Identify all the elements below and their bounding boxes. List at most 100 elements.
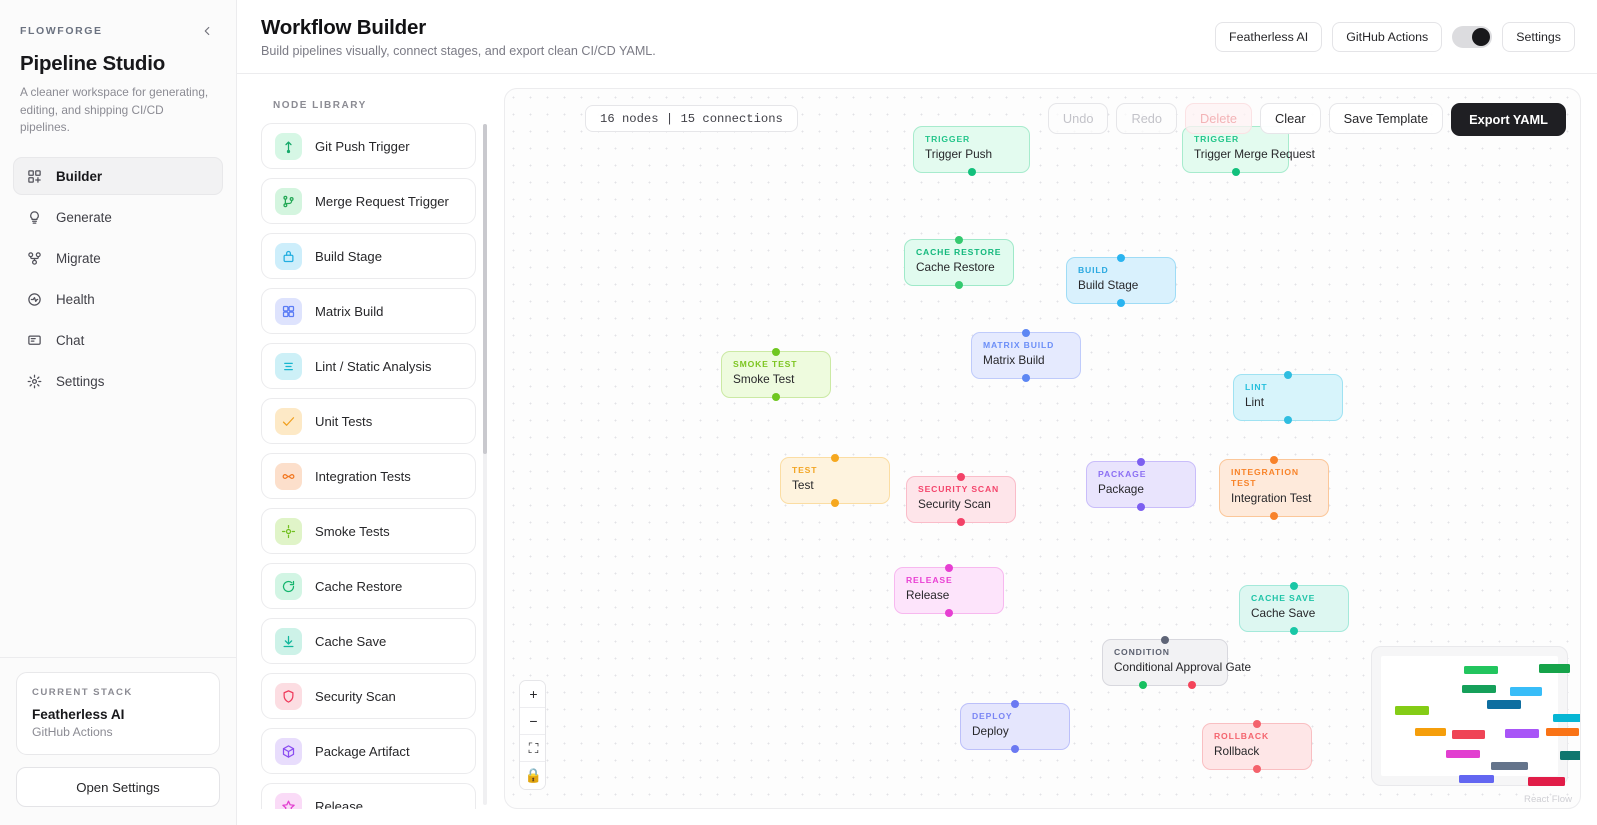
library-item-cache-save[interactable]: Cache Save	[261, 618, 476, 664]
canvas-node-trigger-push[interactable]: TRIGGER Trigger Push	[913, 126, 1030, 176]
canvas-node-smoke-test[interactable]: SMOKE TEST Smoke Test	[721, 348, 831, 401]
node-output-port[interactable]	[1290, 626, 1298, 635]
settings-button[interactable]: Settings	[1502, 21, 1575, 52]
minimap[interactable]	[1371, 646, 1580, 786]
node-input-port[interactable]	[955, 236, 963, 244]
node-output-port[interactable]	[1137, 502, 1145, 511]
node-output-port[interactable]	[945, 608, 953, 617]
node-output-port[interactable]	[772, 392, 780, 401]
node-title: Release	[906, 588, 950, 603]
sparkle-icon	[26, 373, 43, 390]
node-input-port[interactable]	[957, 473, 965, 481]
node-title: Smoke Test	[733, 372, 795, 387]
node-output-port[interactable]	[1270, 511, 1278, 520]
library-item-lint-static-analysis[interactable]: Lint / Static Analysis	[261, 343, 476, 389]
library-item-matrix-build[interactable]: Matrix Build	[261, 288, 476, 334]
node-input-port[interactable]	[1022, 329, 1030, 337]
node-output-port[interactable]	[1011, 744, 1019, 753]
current-stack-name: Featherless AI	[32, 707, 125, 722]
collapse-sidebar-button[interactable]	[198, 22, 216, 40]
node-category: SMOKE TEST	[733, 359, 798, 369]
chip-provider[interactable]: GitHub Actions	[1332, 21, 1443, 52]
node-output-port[interactable]	[967, 167, 976, 176]
sidebar-item-health[interactable]: Health	[13, 280, 223, 318]
node-output-port[interactable]	[1284, 415, 1292, 424]
node-title: Rollback	[1214, 744, 1260, 759]
sidebar-item-generate[interactable]: Generate	[13, 198, 223, 236]
clear-button[interactable]: Clear	[1260, 103, 1321, 134]
node-category: RELEASE	[906, 575, 953, 585]
library-item-package-artifact[interactable]: Package Artifact	[261, 728, 476, 774]
minimap-node	[1414, 728, 1447, 737]
fit-view-icon[interactable]: ⛶	[520, 735, 545, 762]
chip-model[interactable]: Featherless AI	[1215, 21, 1323, 52]
library-item-label: Cache Restore	[315, 578, 403, 594]
node-output-port[interactable]	[957, 517, 965, 526]
sidebar-item-settings[interactable]: Settings	[13, 362, 223, 400]
canvas-node-rollback[interactable]: ROLLBACK Rollback	[1202, 720, 1312, 773]
canvas-node-release[interactable]: RELEASE Release	[894, 564, 1004, 617]
save-template-button[interactable]: Save Template	[1328, 103, 1444, 134]
node-input-port[interactable]	[1253, 720, 1261, 728]
node-output-port[interactable]	[1117, 298, 1125, 307]
node-title: Trigger Push	[925, 147, 993, 162]
library-item-unit-tests[interactable]: Unit Tests	[261, 398, 476, 444]
library-scrollbar-thumb[interactable]	[483, 124, 487, 454]
node-input-port[interactable]	[1290, 582, 1298, 590]
library-item-git-push-trigger[interactable]: Git Push Trigger	[261, 123, 476, 169]
library-item-integration-tests[interactable]: Integration Tests	[261, 453, 476, 499]
minimap-node	[1395, 706, 1429, 715]
node-input-port[interactable]	[1270, 456, 1278, 464]
check-icon	[275, 407, 302, 435]
node-output-port-reject[interactable]	[1188, 680, 1197, 689]
export-yaml-button[interactable]: Export YAML	[1451, 103, 1566, 136]
node-title: Deploy	[972, 724, 1009, 739]
node-output-port[interactable]	[955, 280, 963, 289]
open-settings-button[interactable]: Open Settings	[16, 767, 220, 807]
library-item-release[interactable]: Release	[261, 783, 476, 809]
library-item-security-scan[interactable]: Security Scan	[261, 673, 476, 719]
zoom-in-icon[interactable]: +	[520, 681, 545, 708]
node-input-port[interactable]	[1284, 371, 1292, 379]
node-output-port-approve[interactable]	[1138, 680, 1147, 689]
library-item-cache-restore[interactable]: Cache Restore	[261, 563, 476, 609]
library-item-build-stage[interactable]: Build Stage	[261, 233, 476, 279]
current-stack-label: CURRENT STACK	[32, 687, 133, 698]
sidebar-item-chat[interactable]: Chat	[13, 321, 223, 359]
node-output-port[interactable]	[831, 498, 839, 507]
node-category: ROLLBACK	[1214, 731, 1270, 741]
node-category: TRIGGER	[925, 134, 971, 144]
node-input-port[interactable]	[772, 348, 780, 356]
node-input-port[interactable]	[1137, 458, 1145, 466]
node-input-port[interactable]	[1161, 636, 1169, 644]
node-input-port[interactable]	[1117, 254, 1125, 262]
node-input-port[interactable]	[831, 454, 839, 462]
sidebar-item-migrate[interactable]: Migrate	[13, 239, 223, 277]
node-output-port[interactable]	[1022, 373, 1030, 382]
mode-toggle[interactable]	[1452, 25, 1493, 48]
node-input-port[interactable]	[1011, 700, 1019, 708]
lock-icon[interactable]: 🔒	[520, 762, 545, 789]
sidebar-item-builder[interactable]: Builder	[13, 157, 223, 196]
node-output-port[interactable]	[1253, 764, 1261, 773]
library-item-label: Merge Request Trigger	[315, 193, 449, 209]
node-input-port[interactable]	[945, 564, 953, 572]
node-output-port[interactable]	[1231, 167, 1240, 176]
node-title: Cache Restore	[916, 260, 995, 275]
library-item-smoke-tests[interactable]: Smoke Tests	[261, 508, 476, 554]
library-item-label: Lint / Static Analysis	[315, 358, 432, 374]
zoom-out-icon[interactable]: −	[520, 708, 545, 735]
library-item-merge-request-trigger[interactable]: Merge Request Trigger	[261, 178, 476, 224]
